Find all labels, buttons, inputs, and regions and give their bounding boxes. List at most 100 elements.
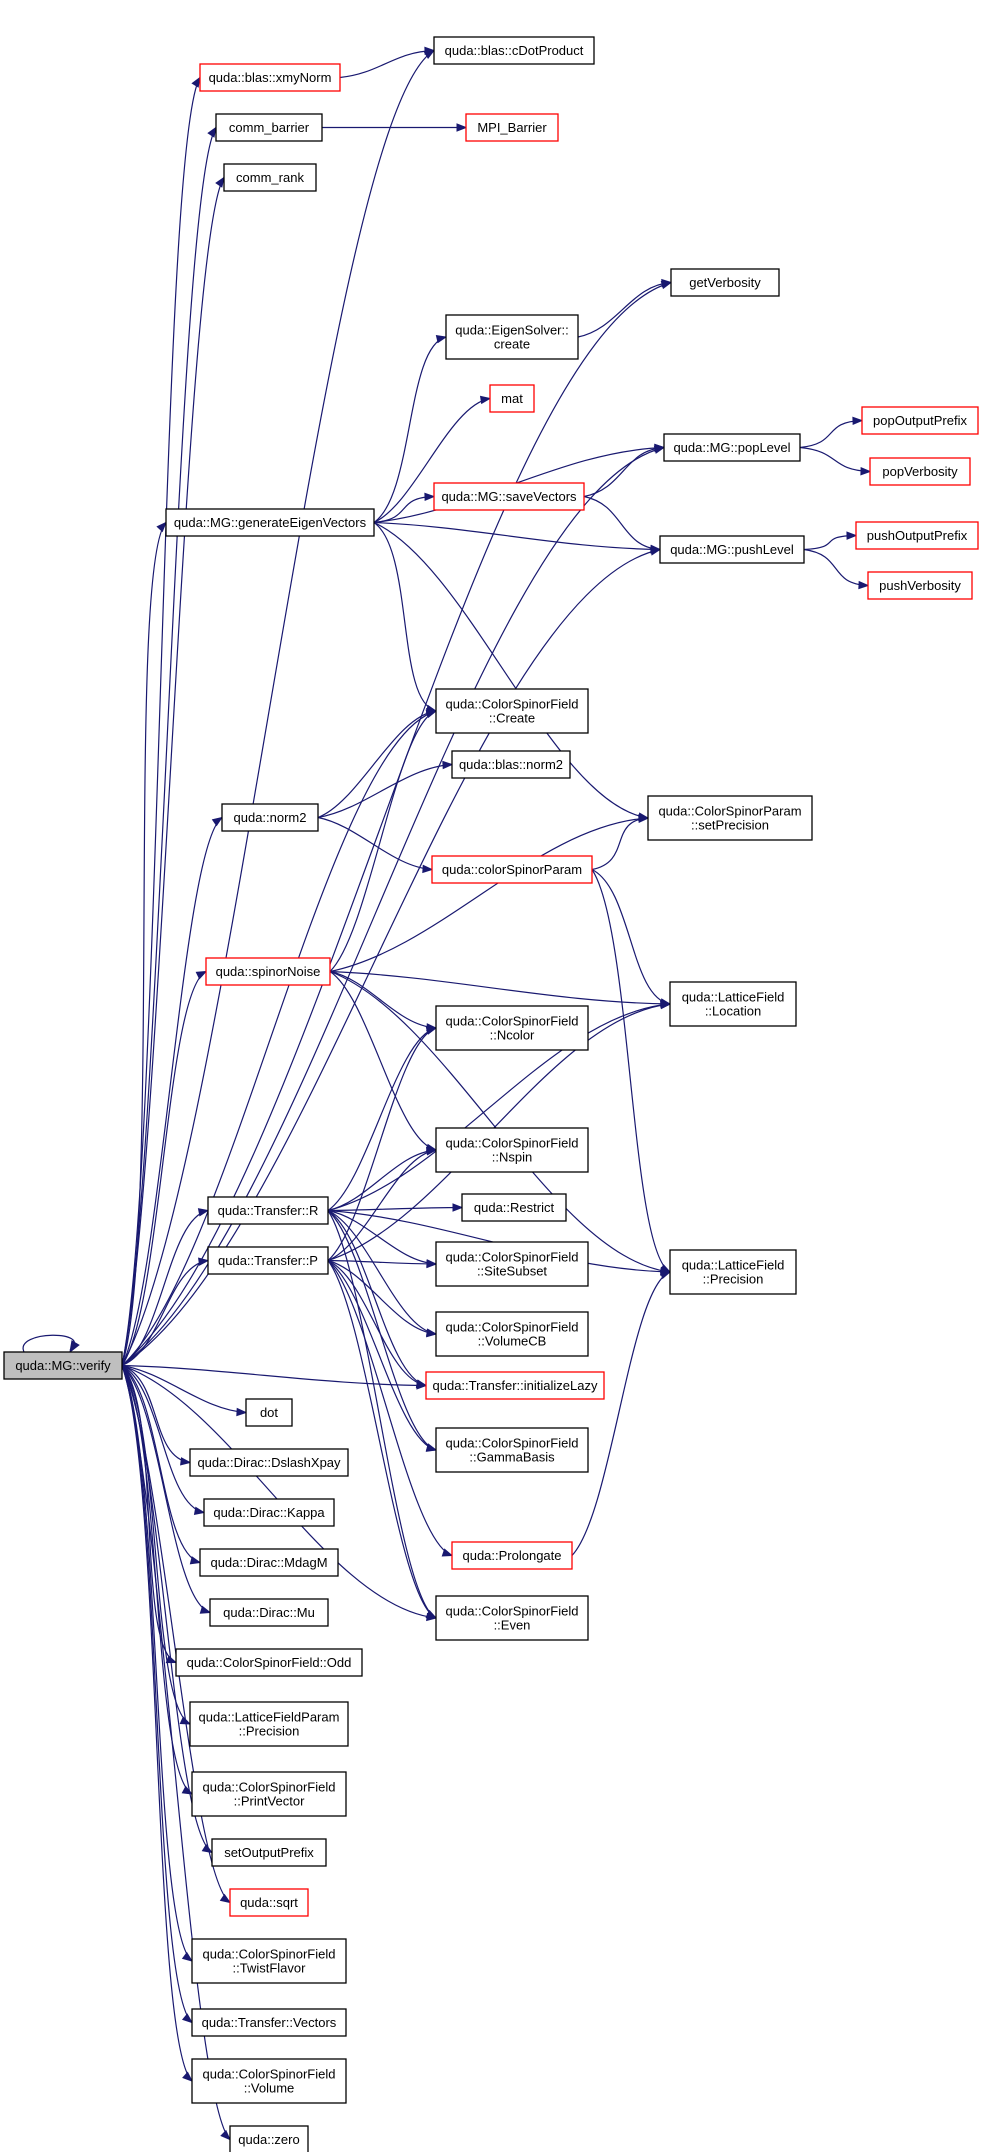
node-box[interactable] (229, 2125, 309, 2152)
node-even[interactable]: quda::ColorSpinorField::Even (435, 1595, 589, 1641)
node-blasNorm2[interactable]: quda::blas::norm2 (451, 750, 571, 779)
node-box[interactable] (209, 1598, 329, 1627)
node-box[interactable] (191, 1938, 347, 1984)
node-box[interactable] (207, 1246, 329, 1275)
node-box[interactable] (669, 981, 797, 1027)
node-box[interactable] (867, 571, 973, 600)
node-mat[interactable]: mat (489, 384, 535, 413)
node-zero[interactable]: quda::zero (229, 2125, 309, 2152)
node-box[interactable] (861, 406, 979, 435)
node-box[interactable] (855, 521, 979, 550)
node-pushOutputPrefix[interactable]: pushOutputPrefix (855, 521, 979, 550)
node-popOutputPrefix[interactable]: popOutputPrefix (861, 406, 979, 435)
node-MPI_Barrier[interactable]: MPI_Barrier (465, 113, 559, 142)
node-setOutputPrefix[interactable]: setOutputPrefix (211, 1838, 327, 1867)
node-box[interactable] (435, 1311, 589, 1357)
node-box[interactable] (205, 957, 331, 986)
node-twistFlavor[interactable]: quda::ColorSpinorField::TwistFlavor (191, 1938, 347, 1984)
node-box[interactable] (465, 113, 559, 142)
node-box[interactable] (229, 1888, 309, 1917)
node-prolongate[interactable]: quda::Prolongate (451, 1541, 573, 1570)
node-comm_rank[interactable]: comm_rank (223, 163, 317, 192)
node-box[interactable] (191, 2058, 347, 2104)
node-box[interactable] (215, 113, 323, 142)
node-pushLevel[interactable]: quda::MG::pushLevel (659, 535, 805, 564)
node-box[interactable] (451, 1541, 573, 1570)
node-box[interactable] (433, 36, 595, 65)
node-box[interactable] (489, 384, 535, 413)
node-box[interactable] (207, 1196, 329, 1225)
node-dot[interactable]: dot (245, 1398, 293, 1427)
node-ncolor[interactable]: quda::ColorSpinorField::Ncolor (435, 1005, 589, 1051)
node-verify[interactable]: quda::MG::verify (3, 1351, 123, 1380)
node-box[interactable] (869, 457, 971, 486)
node-box[interactable] (663, 433, 801, 462)
node-box[interactable] (431, 855, 593, 884)
node-box[interactable] (433, 482, 585, 511)
node-spinorNoise[interactable]: quda::spinorNoise (205, 957, 331, 986)
node-box[interactable] (199, 1548, 339, 1577)
node-lfpPrecision[interactable]: quda::LatticeFieldParam::Precision (189, 1701, 349, 1747)
node-gammaBasis[interactable]: quda::ColorSpinorField::GammaBasis (435, 1427, 589, 1473)
node-box[interactable] (189, 1701, 349, 1747)
node-box[interactable] (425, 1371, 605, 1400)
node-box[interactable] (435, 1427, 589, 1473)
node-box[interactable] (191, 1771, 347, 1817)
node-initLazy[interactable]: quda::Transfer::initializeLazy (425, 1371, 605, 1400)
node-nspin[interactable]: quda::ColorSpinorField::Nspin (435, 1127, 589, 1173)
node-csfCreate[interactable]: quda::ColorSpinorField::Create (435, 688, 589, 734)
node-saveVectors[interactable]: quda::MG::saveVectors (433, 482, 585, 511)
node-box[interactable] (165, 508, 375, 537)
node-box[interactable] (223, 163, 317, 192)
node-odd[interactable]: quda::ColorSpinorField::Odd (175, 1648, 363, 1677)
node-colorSpinorParam[interactable]: quda::colorSpinorParam (431, 855, 593, 884)
node-lfPrecision[interactable]: quda::LatticeField::Precision (669, 1249, 797, 1295)
node-box[interactable] (670, 268, 780, 297)
node-genEig[interactable]: quda::MG::generateEigenVectors (165, 508, 375, 537)
node-norm2[interactable]: quda::norm2 (221, 803, 319, 832)
node-box[interactable] (461, 1193, 567, 1222)
node-box[interactable] (199, 63, 341, 92)
node-pushVerbosity[interactable]: pushVerbosity (867, 571, 973, 600)
node-box[interactable] (175, 1648, 363, 1677)
node-eigCreate[interactable]: quda::EigenSolver::create (445, 314, 579, 360)
node-transferR[interactable]: quda::Transfer::R (207, 1196, 329, 1225)
node-printVector[interactable]: quda::ColorSpinorField::PrintVector (191, 1771, 347, 1817)
node-restrict[interactable]: quda::Restrict (461, 1193, 567, 1222)
node-box[interactable] (435, 1005, 589, 1051)
node-lfLocation[interactable]: quda::LatticeField::Location (669, 981, 797, 1027)
node-box[interactable] (203, 1498, 335, 1527)
node-mu[interactable]: quda::Dirac::Mu (209, 1598, 329, 1627)
node-box[interactable] (435, 1127, 589, 1173)
node-box[interactable] (3, 1351, 123, 1380)
node-box[interactable] (211, 1838, 327, 1867)
node-box[interactable] (669, 1249, 797, 1295)
node-cDotProduct[interactable]: quda::blas::cDotProduct (433, 36, 595, 65)
node-box[interactable] (191, 2008, 347, 2037)
node-popVerbosity[interactable]: popVerbosity (869, 457, 971, 486)
node-box[interactable] (435, 688, 589, 734)
node-volumeCB[interactable]: quda::ColorSpinorField::VolumeCB (435, 1311, 589, 1357)
node-vectors[interactable]: quda::Transfer::Vectors (191, 2008, 347, 2037)
node-popLevel[interactable]: quda::MG::popLevel (663, 433, 801, 462)
node-box[interactable] (451, 750, 571, 779)
node-box[interactable] (221, 803, 319, 832)
node-box[interactable] (647, 795, 813, 841)
node-comm_barrier[interactable]: comm_barrier (215, 113, 323, 142)
node-box[interactable] (659, 535, 805, 564)
node-xmyNorm[interactable]: quda::blas::xmyNorm (199, 63, 341, 92)
node-box[interactable] (445, 314, 579, 360)
node-dslashXpay[interactable]: quda::Dirac::DslashXpay (189, 1448, 349, 1477)
node-box[interactable] (189, 1448, 349, 1477)
node-kappa[interactable]: quda::Dirac::Kappa (203, 1498, 335, 1527)
node-transferP[interactable]: quda::Transfer::P (207, 1246, 329, 1275)
node-box[interactable] (245, 1398, 293, 1427)
node-getVerbosity[interactable]: getVerbosity (670, 268, 780, 297)
node-box[interactable] (435, 1241, 589, 1287)
node-setPrecision[interactable]: quda::ColorSpinorParam::setPrecision (647, 795, 813, 841)
node-sqrt[interactable]: quda::sqrt (229, 1888, 309, 1917)
node-siteSubset[interactable]: quda::ColorSpinorField::SiteSubset (435, 1241, 589, 1287)
node-volume[interactable]: quda::ColorSpinorField::Volume (191, 2058, 347, 2104)
node-mdagM[interactable]: quda::Dirac::MdagM (199, 1548, 339, 1577)
node-box[interactable] (435, 1595, 589, 1641)
